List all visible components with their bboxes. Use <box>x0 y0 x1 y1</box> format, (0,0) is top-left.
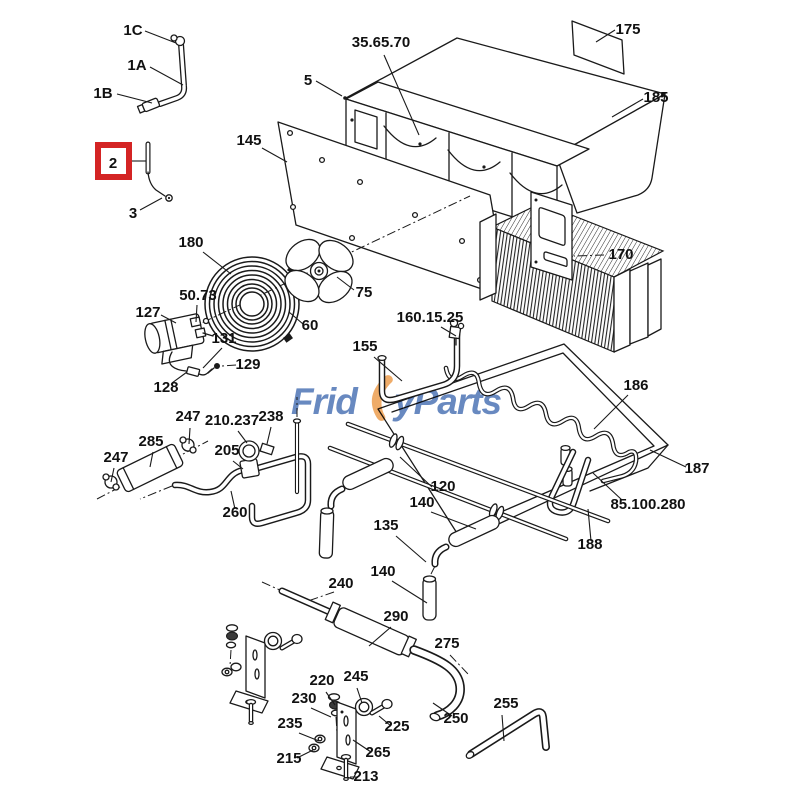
service-valve-160-15-25 <box>448 318 465 346</box>
mounting-bracket-right <box>308 693 393 782</box>
part-label-140-b: 140 <box>370 563 395 580</box>
tube-135 <box>422 577 437 621</box>
part-label-1c: 1C <box>123 22 142 39</box>
part-label-120: 120 <box>430 478 455 495</box>
pipe-1a <box>136 34 184 114</box>
nut-235 <box>314 734 326 744</box>
part-label-50-73: 50.73 <box>179 287 217 304</box>
motor-wire-131 <box>168 351 187 372</box>
clamp-247-right <box>179 436 197 454</box>
part-label-128: 128 <box>153 379 178 396</box>
part-label-290: 290 <box>383 608 408 625</box>
watermark-text-right: yParts <box>392 381 502 422</box>
part-label-129: 129 <box>235 356 260 373</box>
part-label-240: 240 <box>328 575 353 592</box>
washer-220 <box>327 693 341 701</box>
mounting-bracket-left <box>221 624 303 726</box>
part-label-245: 245 <box>343 668 368 685</box>
part-label-145: 145 <box>236 132 261 149</box>
part-label-160-15-25: 160.15.25 <box>397 309 464 326</box>
part-label-213: 213 <box>353 768 378 785</box>
hose-250-end <box>429 712 441 722</box>
fan-motor-127 <box>144 313 220 377</box>
part-label-127: 127 <box>135 304 160 321</box>
part-label-225: 225 <box>384 718 409 735</box>
nut-215 <box>308 743 320 753</box>
valve-gauge <box>238 440 260 462</box>
end-bracket-170 <box>530 191 573 281</box>
part-label-1b: 1B <box>93 85 112 102</box>
part-label-275: 275 <box>434 635 459 652</box>
part-label-247-b: 247 <box>103 449 128 466</box>
part-label-170: 170 <box>608 246 633 263</box>
fan-impeller-75 <box>284 238 354 304</box>
tube-120 <box>330 424 608 539</box>
watermark-leaf-icon <box>371 375 393 421</box>
part-label-255: 255 <box>493 695 518 712</box>
part-label-155: 155 <box>352 338 377 355</box>
part-label-220: 220 <box>309 672 334 689</box>
clamp-245 <box>354 697 374 717</box>
centerline <box>171 195 471 338</box>
fan-frame-35-65-70 <box>343 81 590 232</box>
part-label-260: 260 <box>222 504 247 521</box>
terminal-129 <box>214 363 220 369</box>
expansion-valve-210-237 <box>139 397 308 524</box>
part-label-187: 187 <box>684 460 709 477</box>
part-label-131: 131 <box>211 330 236 347</box>
part-label-60: 60 <box>302 317 319 334</box>
watermark-text-left: Frid <box>291 381 359 422</box>
part-labels: 1C 1A 1B 3 35.65.70 5 175 185 145 170 18… <box>93 21 709 785</box>
part-label-265: 265 <box>365 744 390 761</box>
watermark: Frid yParts <box>291 375 503 422</box>
suction-tube-155 <box>377 318 465 400</box>
part-label-185: 185 <box>643 89 668 106</box>
connector-128 <box>186 366 201 377</box>
part-label-75: 75 <box>356 284 373 301</box>
muffler-assembly-290 <box>261 581 460 722</box>
part-label-230: 230 <box>291 690 316 707</box>
motor-bracket-50-73 <box>189 316 210 339</box>
bracket-plate-265 <box>336 701 357 765</box>
part-label-250: 250 <box>443 710 468 727</box>
part-label-238: 238 <box>258 408 283 425</box>
part-label-140-a: 140 <box>409 494 434 511</box>
part-label-135: 135 <box>373 517 398 534</box>
part-label-5: 5 <box>304 72 312 89</box>
part-label-205: 205 <box>214 442 239 459</box>
part-label-188: 188 <box>577 536 602 553</box>
part-label-235: 235 <box>277 715 302 732</box>
highlight-box[interactable]: 2 <box>95 142 132 180</box>
tube-fitting-ring <box>488 503 505 521</box>
tube-255 <box>465 712 546 759</box>
part-label-175: 175 <box>615 21 640 38</box>
part-label-186: 186 <box>623 377 648 394</box>
bolt-225 <box>381 698 393 710</box>
part-label-35-65-70: 35.65.70 <box>352 34 410 51</box>
leader-lines <box>110 29 687 778</box>
mounting-plate-175 <box>571 20 625 75</box>
part-label-3: 3 <box>129 205 137 222</box>
hose-assembly-140-lower <box>422 514 500 621</box>
sensor-3 <box>147 171 173 202</box>
part-label-210-237: 210.237 <box>205 412 259 429</box>
part-label-85-100-280: 85.100.280 <box>610 496 685 513</box>
part-label-180: 180 <box>178 234 203 251</box>
tube-fitting-ring <box>388 433 405 451</box>
part-label-2: 2 <box>109 155 117 172</box>
part-label-247-a: 247 <box>175 408 200 425</box>
hose-assembly-140-upper <box>318 457 394 559</box>
tube-238-cap <box>292 418 302 424</box>
part-label-285: 285 <box>138 433 163 450</box>
part-label-1a: 1A <box>127 57 146 74</box>
part-label-215: 215 <box>276 750 301 767</box>
